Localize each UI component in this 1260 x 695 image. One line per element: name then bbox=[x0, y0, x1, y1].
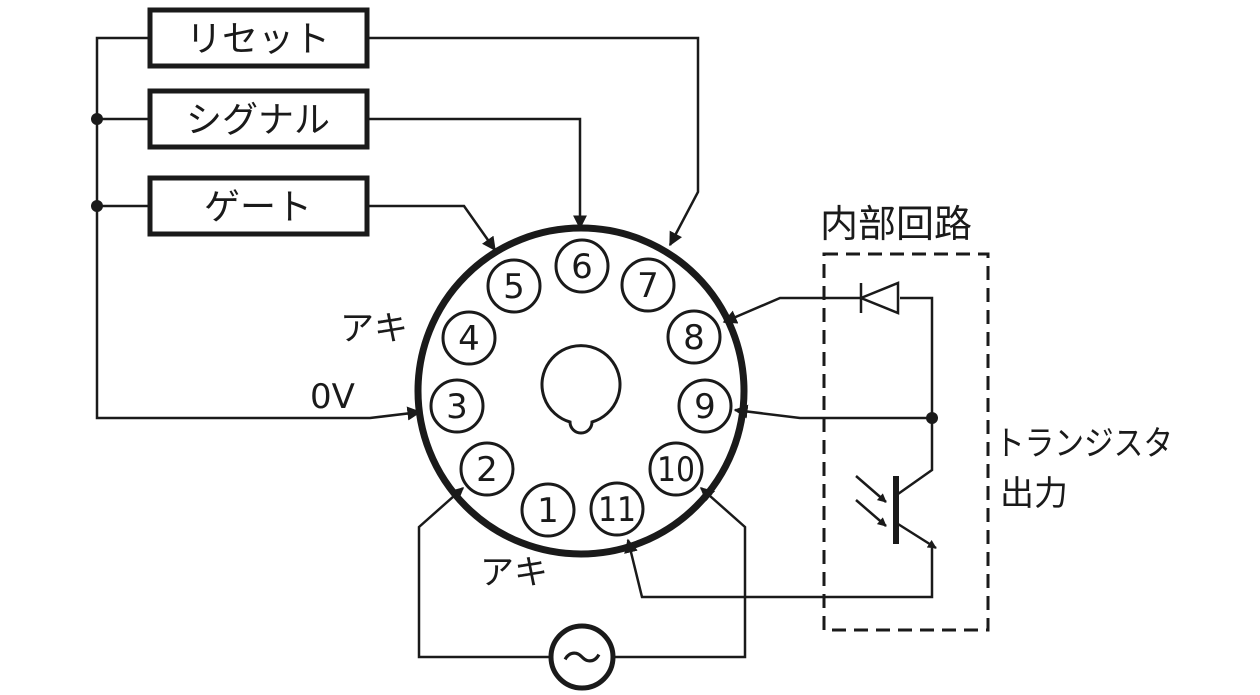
svg-text:10: 10 bbox=[657, 450, 695, 490]
signal-wire bbox=[367, 117, 587, 230]
internal-circuit-box bbox=[822, 252, 990, 632]
reset-label: リセット bbox=[186, 19, 330, 60]
common-bus bbox=[95, 36, 422, 421]
internal-wiring bbox=[624, 296, 934, 599]
signal-label: シグナル bbox=[186, 100, 330, 141]
junction-dot bbox=[91, 113, 103, 125]
svg-text:9: 9 bbox=[694, 387, 716, 427]
pin-8: 8 bbox=[666, 309, 722, 365]
pin-7: 7 bbox=[620, 257, 676, 313]
svg-text:4: 4 bbox=[458, 319, 480, 359]
unused-label-lower: アキ bbox=[480, 553, 548, 593]
socket-key bbox=[540, 344, 622, 435]
svg-text:5: 5 bbox=[503, 267, 525, 307]
svg-text:2: 2 bbox=[476, 450, 498, 490]
power-wiring bbox=[417, 487, 747, 659]
gate-input-box: ゲート bbox=[147, 175, 370, 237]
transistor-output-label-line2: 出力 bbox=[1000, 474, 1068, 514]
pin-5: 5 bbox=[486, 258, 542, 314]
reset-input-box: リセット bbox=[147, 7, 370, 69]
zero-volt-label: 0V bbox=[310, 377, 355, 417]
pin-9: 9 bbox=[677, 378, 733, 434]
junction-dot bbox=[91, 200, 103, 212]
svg-text:6: 6 bbox=[571, 247, 593, 287]
svg-text:11: 11 bbox=[598, 490, 636, 530]
pin-11: 11 bbox=[589, 481, 645, 537]
svg-text:1: 1 bbox=[537, 491, 559, 531]
transistor-output-label: トランジスタ bbox=[995, 424, 1173, 464]
svg-text:3: 3 bbox=[446, 387, 468, 427]
gate-label: ゲート bbox=[204, 187, 312, 228]
diode-symbol bbox=[857, 281, 900, 315]
gate-wire bbox=[367, 204, 497, 252]
pin-4: 4 bbox=[441, 310, 497, 366]
svg-text:7: 7 bbox=[637, 266, 659, 306]
ac-power-source: ～ bbox=[548, 623, 616, 691]
pin-3: 3 bbox=[429, 378, 485, 434]
junction-dot bbox=[926, 412, 938, 424]
internal-circuit-label: 内部回路 bbox=[820, 202, 972, 246]
signal-input-box: シグナル bbox=[147, 88, 370, 150]
pin-6: 6 bbox=[554, 238, 610, 294]
ac-source-symbol: ～ bbox=[562, 636, 602, 682]
svg-text:8: 8 bbox=[683, 318, 705, 358]
reset-wire bbox=[367, 36, 700, 247]
pin-10: 10 bbox=[648, 441, 704, 497]
pin-2: 2 bbox=[459, 441, 515, 497]
phototransistor-symbol bbox=[855, 475, 937, 550]
unused-label-upper: アキ bbox=[340, 309, 408, 349]
pin-1: 1 bbox=[520, 482, 576, 538]
